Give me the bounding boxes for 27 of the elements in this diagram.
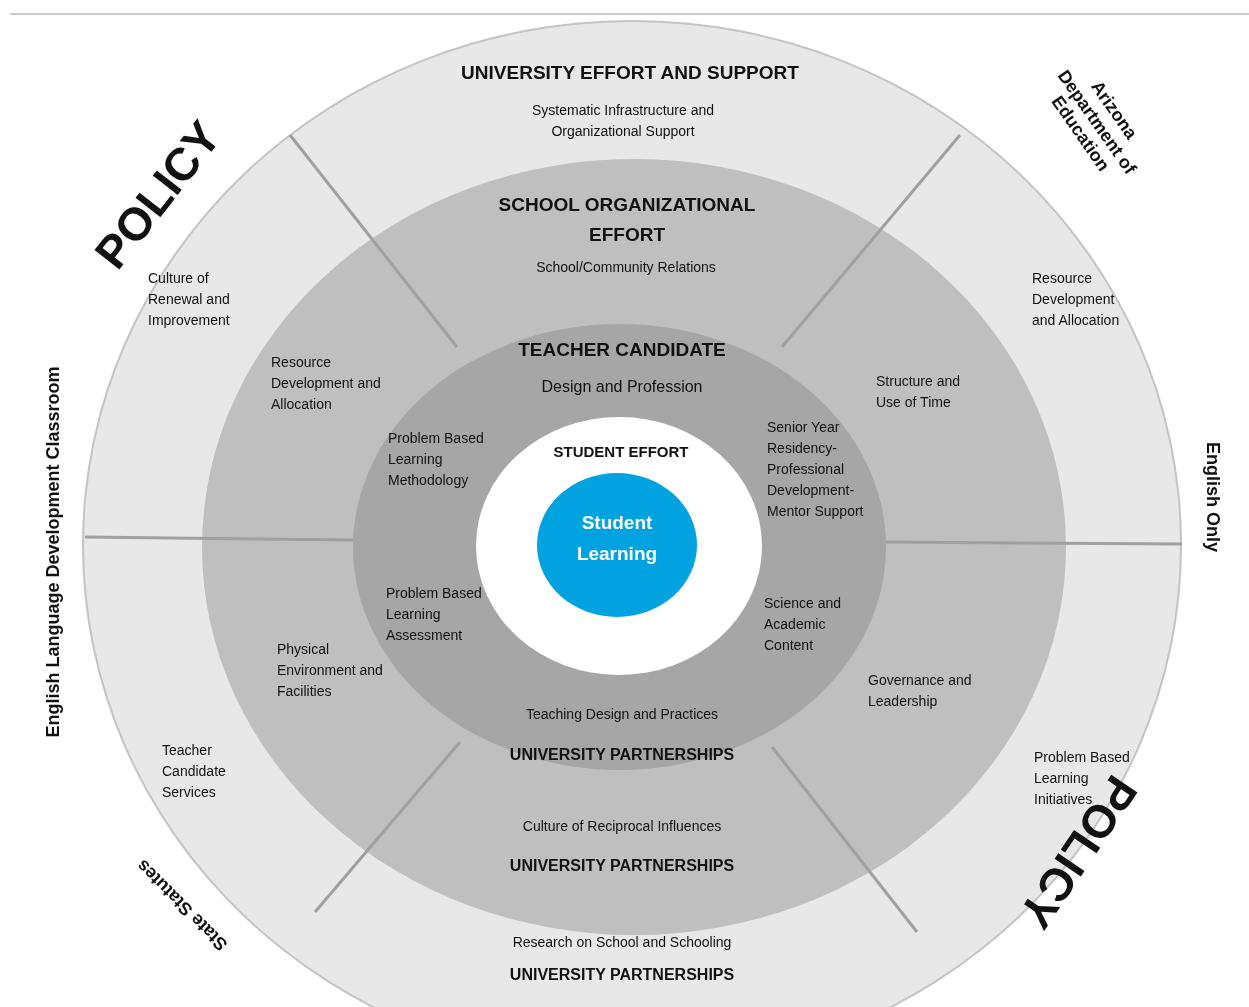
ring-label: Culture of Renewal and Improvement — [148, 270, 231, 330]
side-label: English Only — [1202, 442, 1224, 552]
ring-label: Structure and Use of Time — [876, 372, 962, 412]
ring-label: Teaching Design and Practices — [524, 705, 720, 724]
core-label: Student Learning — [575, 511, 659, 566]
ring-label: Problem Based Learning Methodology — [388, 429, 485, 490]
ring-label: Culture of Reciprocal Influences — [521, 817, 723, 836]
ring-heading: UNIVERSITY PARTNERSHIPS — [508, 745, 736, 765]
side-label: English Language Development Classroom — [42, 366, 64, 738]
ring-label: Teacher Candidate Services — [162, 741, 226, 802]
ring-label: Governance and Leadership — [868, 671, 973, 711]
ring-heading: STUDENT EFFORT — [552, 442, 690, 462]
ring-heading: UNIVERSITY PARTNERSHIPS — [508, 856, 736, 876]
ring-label: Science and Academic Content — [764, 594, 843, 655]
ring-label: Senior Year Residency-Professional Development-Mentor Support — [767, 418, 865, 521]
ring-label: Systematic Infrastructure and Organizational Support — [530, 101, 716, 141]
ring-label: Design and Profession — [540, 377, 704, 397]
ring-label: Problem Based Learning Assessment — [386, 584, 483, 645]
ring-label: Physical Environment and Facilities — [277, 640, 384, 701]
ring-heading: UNIVERSITY PARTNERSHIPS — [508, 965, 736, 985]
ring-label: Resource Development and Allocation — [1032, 269, 1121, 330]
ring-heading: UNIVERSITY EFFORT AND SUPPORT — [460, 61, 800, 85]
ring-label: Research on School and Schooling — [511, 933, 733, 952]
ring-heading: TEACHER CANDIDATE — [517, 338, 727, 362]
ring-label: School/Community Relations — [535, 258, 717, 277]
ring-heading: SCHOOL ORGANIZATIONAL EFFORT — [497, 193, 757, 247]
ring-label: Resource Development and Allocation — [271, 353, 381, 414]
